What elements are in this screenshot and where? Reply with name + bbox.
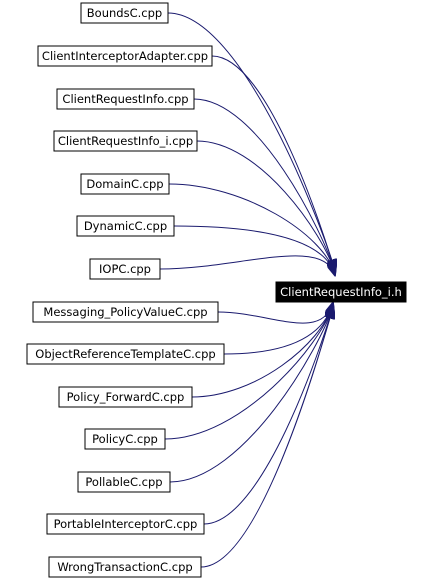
- source-node[interactable]: PolicyC.cpp: [84, 428, 166, 450]
- source-files: BoundsC.cpp ClientInterceptorAdapter.cpp…: [26, 2, 225, 578]
- node-label: IOPC.cpp: [99, 262, 151, 276]
- source-node[interactable]: Policy_ForwardC.cpp: [58, 386, 193, 408]
- source-node[interactable]: PortableInterceptorC.cpp: [46, 513, 205, 535]
- dependency-edge: [169, 306, 333, 483]
- node-label: WrongTransactionC.cpp: [57, 560, 192, 574]
- dependency-edge: [217, 302, 333, 324]
- node-label: Messaging_PolicyValueC.cpp: [43, 305, 207, 319]
- node-box: [32, 301, 219, 323]
- dependency-edge: [203, 307, 333, 525]
- node-box: [80, 2, 169, 24]
- dependency-edge: [159, 255, 335, 276]
- target-box: [275, 281, 407, 303]
- target-label: ClientRequestInfo_i.h: [280, 285, 402, 299]
- node-box: [77, 471, 171, 493]
- node-label: DomainC.cpp: [86, 177, 163, 191]
- dependency-edge: [223, 303, 333, 355]
- dependency-edge: [168, 183, 335, 274]
- source-node[interactable]: WrongTransactionC.cpp: [48, 556, 202, 578]
- source-node[interactable]: DomainC.cpp: [80, 173, 170, 195]
- source-node[interactable]: ClientInterceptorAdapter.cpp: [37, 45, 213, 67]
- node-box: [58, 386, 193, 408]
- dependency-edge: [193, 98, 335, 272]
- node-box: [76, 215, 175, 237]
- source-node[interactable]: DynamicC.cpp: [76, 215, 175, 237]
- target-node[interactable]: ClientRequestInfo_i.h: [275, 281, 407, 303]
- node-label: BoundsC.cpp: [87, 6, 162, 20]
- source-node[interactable]: Messaging_PolicyValueC.cpp: [32, 301, 219, 323]
- node-label: PollableC.cpp: [85, 475, 162, 489]
- node-label: DynamicC.cpp: [84, 219, 167, 233]
- source-node[interactable]: ClientRequestInfo.cpp: [56, 88, 195, 110]
- node-box: [89, 258, 161, 280]
- node-label: PortableInterceptorC.cpp: [54, 517, 198, 531]
- dependency-edge: [200, 308, 333, 568]
- node-label: ClientRequestInfo.cpp: [62, 92, 188, 106]
- node-box: [37, 45, 213, 67]
- source-node[interactable]: IOPC.cpp: [89, 258, 161, 280]
- node-box: [26, 343, 225, 365]
- source-node[interactable]: PollableC.cpp: [77, 471, 171, 493]
- dependency-edge: [173, 225, 335, 275]
- dependency-edge: [164, 305, 333, 440]
- node-label: ObjectReferenceTemplateC.cpp: [35, 347, 215, 361]
- node-box: [46, 513, 205, 535]
- dependency-edge: [211, 55, 335, 271]
- node-label: PolicyC.cpp: [92, 432, 158, 446]
- source-node[interactable]: ObjectReferenceTemplateC.cpp: [26, 343, 225, 365]
- dependency-edge: [196, 140, 335, 273]
- node-label: ClientInterceptorAdapter.cpp: [42, 49, 208, 63]
- node-box: [56, 88, 195, 110]
- dependency-edges: [159, 12, 335, 568]
- node-box: [80, 173, 170, 195]
- node-box: [48, 556, 202, 578]
- source-node[interactable]: ClientRequestInfo_i.cpp: [53, 130, 198, 152]
- node-box: [53, 130, 198, 152]
- node-box: [84, 428, 166, 450]
- node-label: ClientRequestInfo_i.cpp: [58, 134, 193, 148]
- node-label: Policy_ForwardC.cpp: [67, 390, 185, 404]
- source-node[interactable]: BoundsC.cpp: [80, 2, 169, 24]
